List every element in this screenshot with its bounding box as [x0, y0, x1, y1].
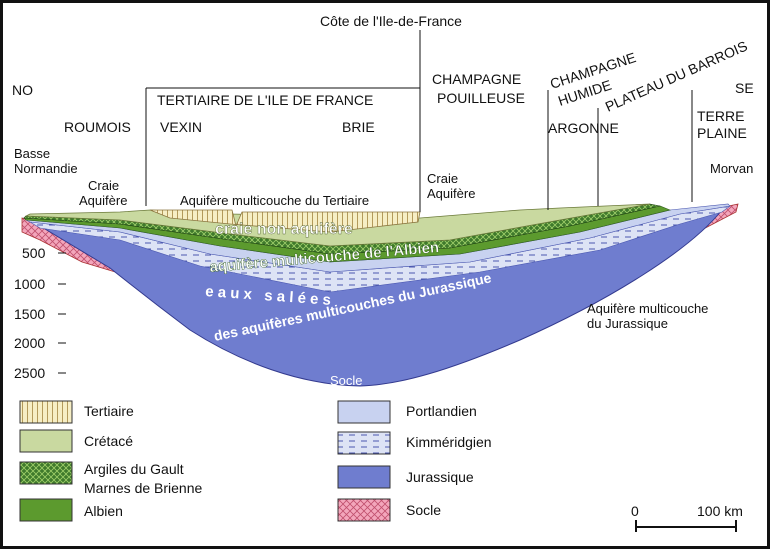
- legend-swatch-tertiaire: [19, 400, 73, 424]
- legend-swatch-cretace: [19, 429, 73, 453]
- legend-label: Jurassique: [406, 469, 474, 485]
- label-aquifere-tertiaire: Aquifère multicouche du Tertiaire: [180, 193, 369, 208]
- legend-swatch-kimmeridgien: [337, 431, 391, 455]
- craie-aquifere-west-2: Aquifère: [79, 193, 127, 208]
- label-roumois: ROUMOIS: [64, 119, 131, 135]
- label-tertiaire-idf: TERTIAIRE DE L'ILE DE FRANCE: [157, 92, 373, 108]
- depth-label: 2500: [14, 365, 45, 381]
- legend-label: Portlandien: [406, 403, 477, 419]
- label-craie-non-aquifere: craie non aquifère: [215, 221, 353, 238]
- orientation-nw: NO: [12, 82, 33, 98]
- legend-label: Crétacé: [84, 433, 133, 449]
- label-plaine: PLAINE: [697, 125, 747, 141]
- legend: Tertiaire Crétacé Argiles du Gault Marne…: [19, 400, 492, 522]
- depth-label: 1500: [14, 306, 45, 322]
- legend-swatch-jurassique: [337, 465, 391, 489]
- legend-label: Marnes de Brienne: [84, 480, 203, 496]
- craie-aquifere-west-1: Craie: [88, 178, 119, 193]
- label-terre: TERRE: [697, 108, 744, 124]
- label-plateau-barrois: PLATEAU DU BARROIS: [603, 38, 750, 115]
- legend-label: Albien: [84, 503, 123, 519]
- depth-label: 1000: [14, 276, 45, 292]
- craie-aquifere-east-2: Aquifère: [427, 186, 475, 201]
- legend-swatch-socle: [337, 498, 391, 522]
- craie-aquifere-east-1: Craie: [427, 171, 458, 186]
- legend-swatch-portlandien: [337, 400, 391, 424]
- label-socle: Socle: [330, 373, 363, 388]
- legend-swatch-albien: [19, 498, 73, 522]
- legend-label: Tertiaire: [84, 403, 134, 419]
- depth-axis: 500 1000 1500 2000 2500: [14, 245, 66, 381]
- label-cote-idf: Côte de l'Ile-de-France: [320, 13, 462, 29]
- layer-jurassique: [39, 209, 724, 387]
- layer-tertiaire: [149, 209, 421, 233]
- label-champagne-pouilleuse-1: CHAMPAGNE: [432, 71, 521, 87]
- label-morvan: Morvan: [710, 161, 753, 176]
- label-champagne-pouilleuse-2: POUILLEUSE: [437, 90, 525, 106]
- label-basse: Basse: [14, 146, 50, 161]
- scale-bar: 0 100 km: [631, 503, 743, 532]
- label-normandie: Normandie: [14, 161, 78, 176]
- legend-label: Argiles du Gault: [84, 461, 184, 477]
- legend-label: Kimméridgien: [406, 434, 492, 450]
- scale-bar-start: 0: [631, 503, 639, 519]
- label-brie: BRIE: [342, 119, 375, 135]
- legend-label: Socle: [406, 502, 441, 518]
- orientation-se: SE: [735, 80, 754, 96]
- depth-label: 500: [22, 245, 46, 261]
- label-aquifere-jurassique-1: Aquifère multicouche: [587, 301, 708, 316]
- label-argonne: ARGONNE: [548, 120, 619, 136]
- depth-label: 2000: [14, 335, 45, 351]
- legend-swatch-gault: [19, 461, 73, 485]
- scale-bar-end: 100 km: [697, 503, 743, 519]
- label-vexin: VEXIN: [160, 119, 202, 135]
- label-aquifere-jurassique-2: du Jurassique: [587, 316, 668, 331]
